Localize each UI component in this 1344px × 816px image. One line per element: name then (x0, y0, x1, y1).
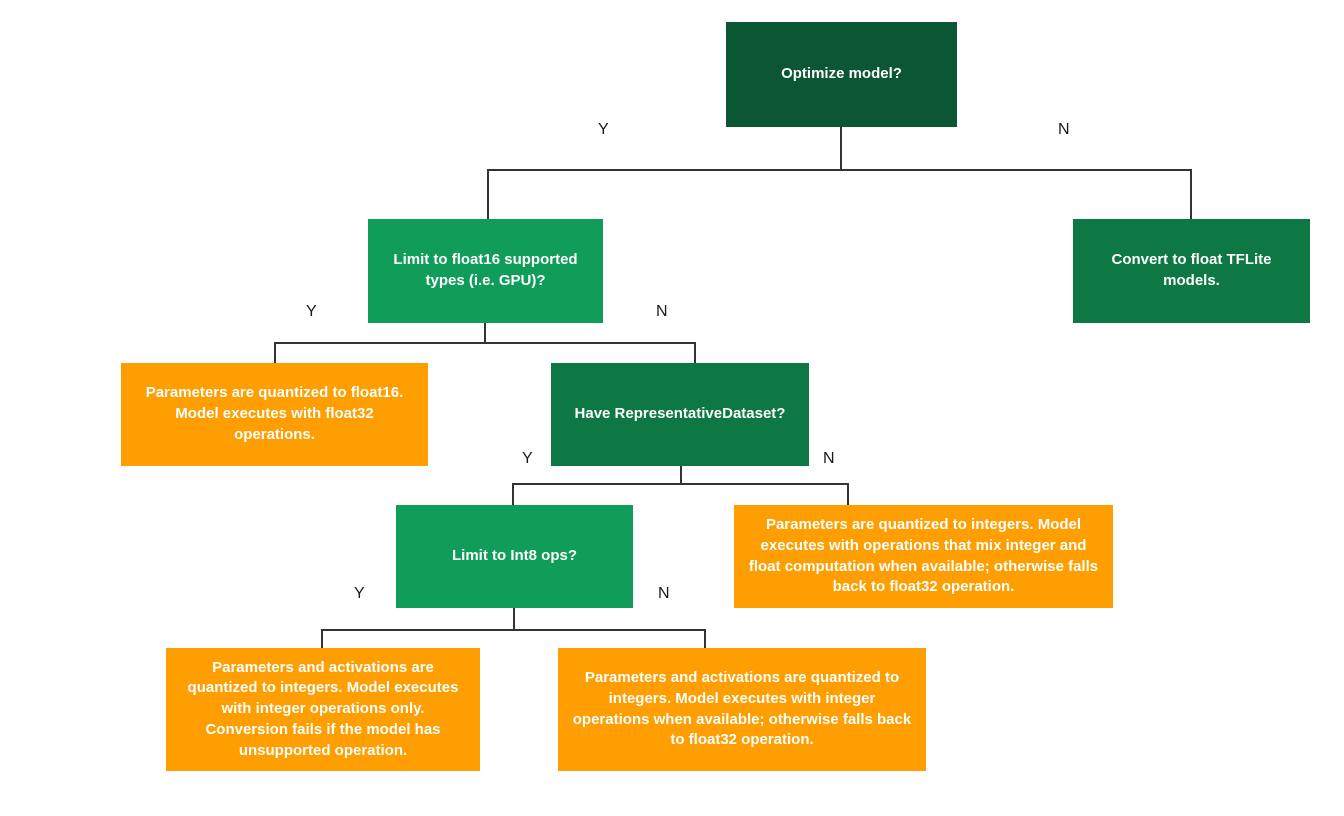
branch-label-yes-optimize: Y (598, 121, 609, 138)
branch-label-yes-int8: Y (354, 585, 365, 602)
node-label: Parameters and activations are quantized… (187, 658, 459, 759)
connector-line (487, 169, 489, 219)
node-convert-float-tflite: Convert to float TFLite models. (1073, 219, 1310, 323)
branch-label-yes-float16: Y (306, 303, 317, 320)
connector-line (512, 483, 514, 505)
node-limit-int8-ops: Limit to Int8 ops? (396, 505, 633, 608)
node-optimize-model: Optimize model? (726, 22, 957, 127)
branch-label-no-optimize: N (1058, 121, 1070, 138)
node-quantized-float16-result: Parameters are quantized to float16. Mod… (121, 363, 428, 466)
node-label: Limit to Int8 ops? (452, 547, 577, 565)
node-label: Have RepresentativeDataset? (574, 405, 786, 423)
connector-line (840, 126, 842, 171)
node-label: Parameters are quantized to integers. Mo… (748, 516, 1099, 596)
node-label: Convert to float TFLite models. (1111, 251, 1272, 289)
node-label: Parameters and activations are quantized… (572, 669, 912, 749)
branch-label-yes-repdataset: Y (522, 450, 533, 467)
node-integer-only-result: Parameters and activations are quantized… (166, 648, 480, 771)
node-label: Parameters are quantized to float16. Mod… (145, 384, 404, 443)
connector-line (321, 629, 323, 648)
connector-line (321, 629, 706, 631)
connector-line (274, 342, 276, 363)
connector-line (513, 608, 515, 631)
connector-line (484, 323, 486, 344)
connector-line (847, 483, 849, 505)
node-have-representative-dataset: Have RepresentativeDataset? (551, 363, 809, 466)
connector-line (694, 342, 696, 363)
node-label: Optimize model? (781, 65, 902, 83)
connector-line (487, 169, 1192, 171)
connector-line (274, 342, 695, 344)
node-integer-fallback-result: Parameters and activations are quantized… (558, 648, 926, 771)
node-mixed-integer-result: Parameters are quantized to integers. Mo… (734, 505, 1113, 608)
branch-label-no-float16: N (656, 303, 668, 320)
connector-line (680, 466, 682, 485)
connector-line (512, 483, 849, 485)
connector-line (704, 629, 706, 648)
connector-line (1190, 169, 1192, 219)
branch-label-no-int8: N (658, 585, 670, 602)
node-label: Limit to float16 supported types (i.e. G… (393, 251, 578, 289)
node-limit-float16: Limit to float16 supported types (i.e. G… (368, 219, 603, 323)
branch-label-no-repdataset: N (823, 450, 835, 467)
